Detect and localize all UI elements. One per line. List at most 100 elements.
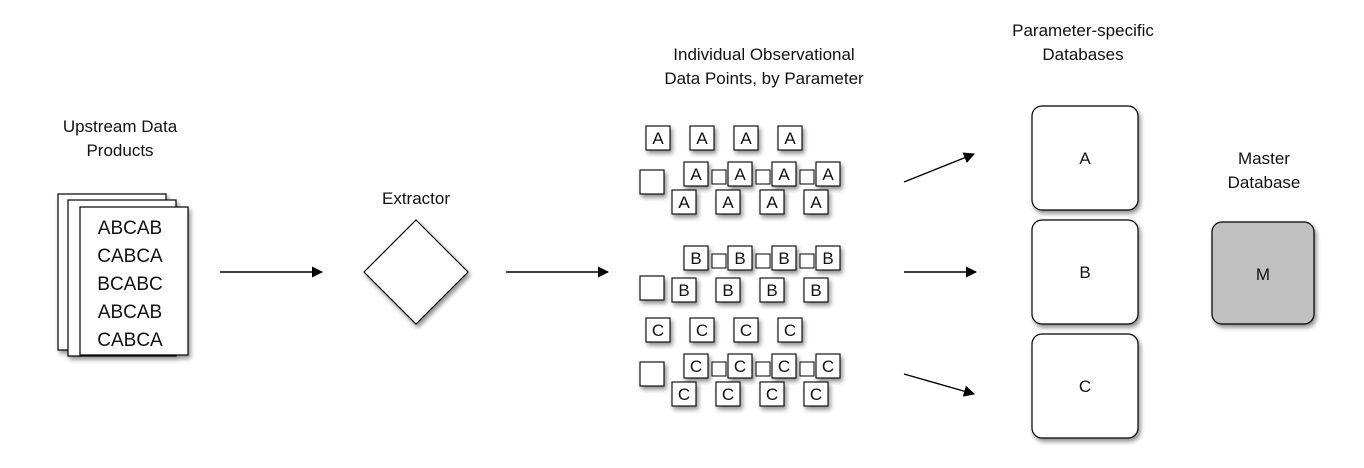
observation-tile-label: B <box>734 249 745 268</box>
observation-tile <box>815 161 841 187</box>
observation-tile <box>671 277 697 303</box>
observation-tile <box>759 381 785 407</box>
observation-tile-label: C <box>822 357 834 376</box>
observation-tile <box>803 381 829 407</box>
observation-tile-label: B <box>778 249 789 268</box>
db-a: A <box>1031 105 1139 211</box>
observation-tile <box>671 381 697 407</box>
observation-tile-label: A <box>734 165 746 184</box>
observation-connector <box>711 253 727 269</box>
db-c-label: C <box>1079 377 1091 396</box>
observation-tile-label: B <box>822 249 833 268</box>
master-label-line-2: Database <box>1228 173 1301 192</box>
observation-tile-label: C <box>722 385 734 404</box>
observation-tile <box>671 189 697 215</box>
param-dbs-label-line-1: Parameter-specific <box>1012 21 1154 40</box>
arrow-observations-to-db-a <box>903 152 976 183</box>
observation-tile <box>715 381 741 407</box>
observation-tile-label: C <box>740 321 752 340</box>
upstream-label-line-1: Upstream Data <box>63 117 178 136</box>
observation-tile <box>815 353 841 379</box>
observation-tile-label: A <box>766 193 778 212</box>
observation-tile-label: C <box>784 321 796 340</box>
observation-tile-label: C <box>778 357 790 376</box>
observation-tile <box>771 245 797 271</box>
observation-tile-label: A <box>722 193 734 212</box>
observation-tile <box>803 277 829 303</box>
observation-tile-label: A <box>690 165 702 184</box>
observation-tile <box>639 361 665 387</box>
observation-tile-label: A <box>778 165 790 184</box>
observation-tile <box>733 317 759 343</box>
observation-tile-label: A <box>822 165 834 184</box>
document-line: CABCA <box>97 330 163 351</box>
observation-tile <box>727 353 753 379</box>
db-c-box <box>1031 333 1139 439</box>
document-lines: ABCAB CABCA BCABC ABCAB CABCA <box>97 218 163 351</box>
observation-tile <box>689 317 715 343</box>
observation-tile <box>727 161 753 187</box>
observation-tile <box>715 277 741 303</box>
observation-tile-label: C <box>766 385 778 404</box>
observation-tile-label: C <box>678 385 690 404</box>
document-line: ABCAB <box>98 302 162 323</box>
document-page-front <box>79 206 189 356</box>
master-db-box <box>1211 221 1315 325</box>
observation-tile <box>645 125 671 151</box>
document-line: ABCAB <box>98 218 162 239</box>
db-c: C <box>1031 333 1139 439</box>
extractor-label: Extractor <box>382 189 450 208</box>
observation-tile <box>639 275 665 301</box>
observation-connector <box>711 169 727 185</box>
observation-tile <box>727 245 753 271</box>
observation-connector <box>799 253 815 269</box>
db-a-label: A <box>1079 149 1091 168</box>
observation-tile-label: A <box>810 193 822 212</box>
observation-connector <box>755 253 771 269</box>
db-a-box <box>1031 105 1139 211</box>
master-db: M <box>1211 221 1315 325</box>
upstream-document-stack <box>57 193 189 357</box>
observation-tile <box>683 161 709 187</box>
observation-tile-label: B <box>678 281 689 300</box>
observation-tile-label: A <box>652 129 664 148</box>
observation-tile <box>683 353 709 379</box>
observation-connector <box>711 361 727 377</box>
observation-tile <box>759 277 785 303</box>
observation-tile <box>771 161 797 187</box>
observation-tile <box>715 189 741 215</box>
observation-tile <box>815 245 841 271</box>
observation-connector <box>755 169 771 185</box>
observation-tile-label: A <box>740 129 752 148</box>
db-b-label: B <box>1079 263 1090 282</box>
observation-tile <box>759 189 785 215</box>
observation-tile-label: A <box>696 129 708 148</box>
master-db-label: M <box>1256 265 1270 284</box>
observations-label-line-2: Data Points, by Parameter <box>664 69 864 88</box>
observation-connector <box>755 361 771 377</box>
observation-tile-label: B <box>766 281 777 300</box>
observation-tile-label: A <box>784 129 796 148</box>
observation-tile <box>645 317 671 343</box>
observation-tile-label: C <box>810 385 822 404</box>
observation-tile <box>689 125 715 151</box>
upstream-label-line-2: Products <box>86 141 153 160</box>
observation-tile-label: C <box>696 321 708 340</box>
observation-tile-label: C <box>690 357 702 376</box>
observation-tile-label: B <box>810 281 821 300</box>
observation-tile-label: A <box>678 193 690 212</box>
observation-tile-label: B <box>722 281 733 300</box>
observation-tile-label: B <box>690 249 701 268</box>
observation-tile <box>803 189 829 215</box>
param-dbs-label-line-2: Databases <box>1042 45 1123 64</box>
db-b: B <box>1031 219 1139 325</box>
observation-tile <box>733 125 759 151</box>
extractor-diamond <box>363 219 469 325</box>
arrow-observations-to-db-c <box>903 373 976 397</box>
observation-tile-label: C <box>652 321 664 340</box>
observation-tile <box>771 353 797 379</box>
